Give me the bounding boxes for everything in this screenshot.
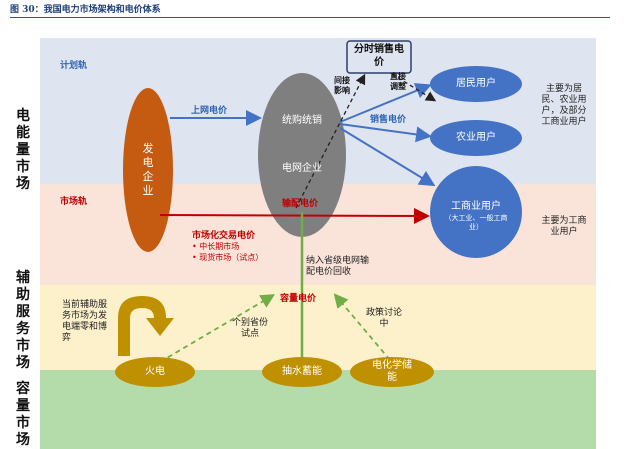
residential-note: 主要为居民、农业用户，及部分工商业用户 <box>541 84 587 127</box>
residential-label: 居民用户 <box>456 78 496 89</box>
tou-price-box <box>346 40 412 74</box>
capacity-price-label: 容量电价 <box>280 294 317 304</box>
generator-ellipse <box>123 88 173 252</box>
sales-arrow-residential <box>339 83 432 123</box>
aux-market-label: 辅助服务市场 <box>16 270 30 371</box>
zero-sum-curved-arrow <box>118 296 174 356</box>
market-item-1: • 中长期市场 <box>192 242 240 251</box>
grid-bottom-label: 电网企业 <box>282 163 322 174</box>
industrial-label: 工商业用户 <box>451 201 501 212</box>
indirect-arrow <box>295 73 366 209</box>
plan-track-label: 计划轨 <box>60 61 88 71</box>
on-grid-price-label: 上网电价 <box>191 106 228 116</box>
market-price-arrow <box>159 207 430 224</box>
sales-price-label: 销售电价 <box>370 115 407 125</box>
transmission-price-label: 输配电价 <box>282 199 319 209</box>
thermal-capacity-arrow <box>159 294 276 363</box>
figure-caption: 图 30：我国电力市场架构和电价体系 <box>10 2 610 18</box>
agri-label: 农业用户 <box>456 132 496 143</box>
capacity-market-label: 容量市场 <box>16 381 30 448</box>
generator-label: 发电企业 <box>142 142 154 197</box>
market-item-2: • 现货市场（试点） <box>192 253 264 262</box>
energy-market-label: 电能量市场 <box>16 108 30 192</box>
grid-ellipse <box>258 73 346 237</box>
market-price-label: 市场化交易电价 <box>192 231 256 241</box>
industrial-circle <box>430 166 522 258</box>
grid-top-label: 统购统销 <box>282 115 322 126</box>
sales-arrow-industrial <box>339 127 436 187</box>
pilot-note: 个别省份试点 <box>232 318 269 339</box>
residential-ellipse <box>430 66 522 102</box>
thermal-ellipse <box>115 357 195 387</box>
tou-price-label: 分时销售电价 <box>354 44 404 68</box>
storage-label: 电化学储能 <box>372 360 412 383</box>
storage-capacity-arrow <box>333 293 391 361</box>
agri-ellipse <box>430 120 522 156</box>
industrial-note: 主要为工商业用户 <box>541 216 587 237</box>
storage-ellipse <box>350 357 434 387</box>
direct-label: 直接调整 <box>390 72 406 91</box>
policy-note: 政策讨论中 <box>366 308 403 329</box>
market-track-label: 市场轨 <box>60 197 88 207</box>
pumped-label: 抽水蓄能 <box>282 366 322 377</box>
pumped-ellipse <box>262 357 342 387</box>
aux-zero-sum-note: 当前辅助服务市场为发电端零和博弈 <box>62 300 108 343</box>
direct-arrow <box>391 73 437 102</box>
indirect-label: 间接影响 <box>334 76 350 95</box>
industrial-sub-label: （大工业、一般工商业） <box>444 214 508 231</box>
include-grid-note: 纳入省级电网输配电价回收 <box>306 256 370 277</box>
thermal-label: 火电 <box>145 366 165 377</box>
sales-arrow-agri <box>339 123 432 143</box>
